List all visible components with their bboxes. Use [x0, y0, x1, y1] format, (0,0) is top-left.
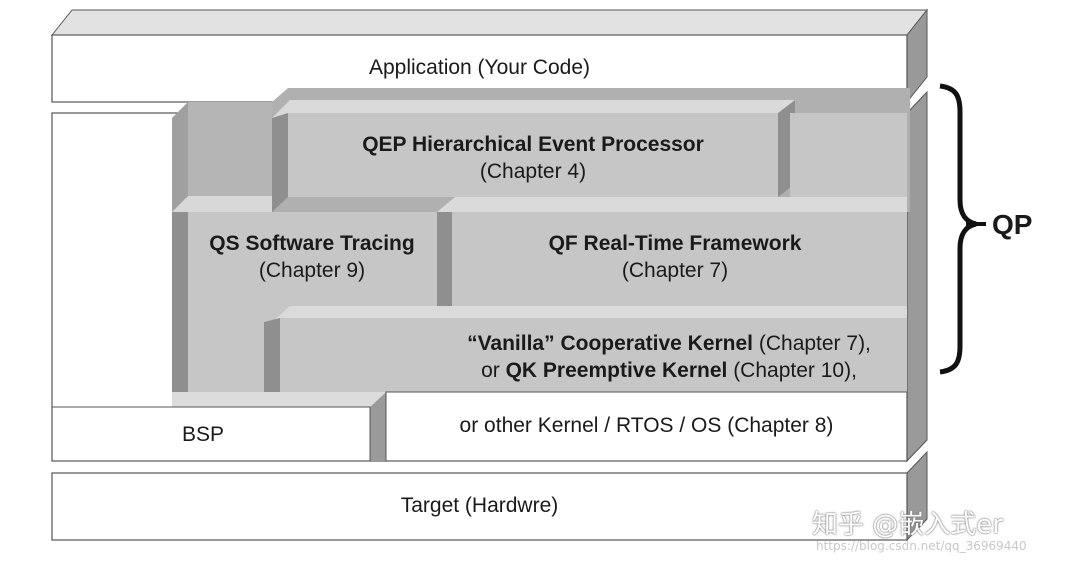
qs-chapter: (Chapter 9) — [258, 259, 366, 282]
qs-label: QS Software Tracing (Chapter 9) — [186, 230, 438, 284]
kernel-line2-bold: QK Preemptive Kernel — [505, 359, 728, 382]
target-label: Target (Hardwre) — [400, 494, 559, 517]
qf-chapter: (Chapter 7) — [621, 259, 729, 282]
other-kernel-box — [385, 391, 908, 462]
bsp-label: BSP — [181, 423, 225, 446]
other-kernel-label: or other Kernel / RTOS / OS (Chapter 8) — [459, 414, 834, 437]
qep-label: QEP Hierarchical Event Processor (Chapte… — [288, 131, 778, 185]
watermark-csdn-url: https://blog.csdn.net/qq_36969440 — [816, 539, 1027, 553]
kernel-line1-rest: (Chapter 7), — [753, 332, 871, 355]
watermark-zhihu: 知乎 @嵌入式er — [812, 510, 1003, 540]
application-label: Application (Your Code) — [368, 56, 591, 79]
qf-label: QF Real-Time Framework (Chapter 7) — [452, 230, 898, 284]
kernel-label: “Vanilla” Cooperative Kernel (Chapter 7)… — [380, 330, 958, 384]
qp-label: QP — [992, 209, 1033, 240]
kernel-line1-bold: “Vanilla” Cooperative Kernel — [467, 332, 754, 355]
qp-stack — [172, 88, 910, 461]
kernel-line2-rest: (Chapter 10), — [727, 359, 857, 382]
qs-title: QS Software Tracing — [209, 232, 415, 255]
application-layer — [50, 8, 929, 104]
qf-title: QF Real-Time Framework — [548, 232, 802, 255]
qep-chapter: (Chapter 4) — [479, 160, 587, 183]
target-layer — [51, 450, 928, 542]
bsp-box — [51, 406, 371, 462]
qep-title: QEP Hierarchical Event Processor — [362, 133, 704, 156]
kernel-line2-prefix: or — [481, 359, 506, 382]
